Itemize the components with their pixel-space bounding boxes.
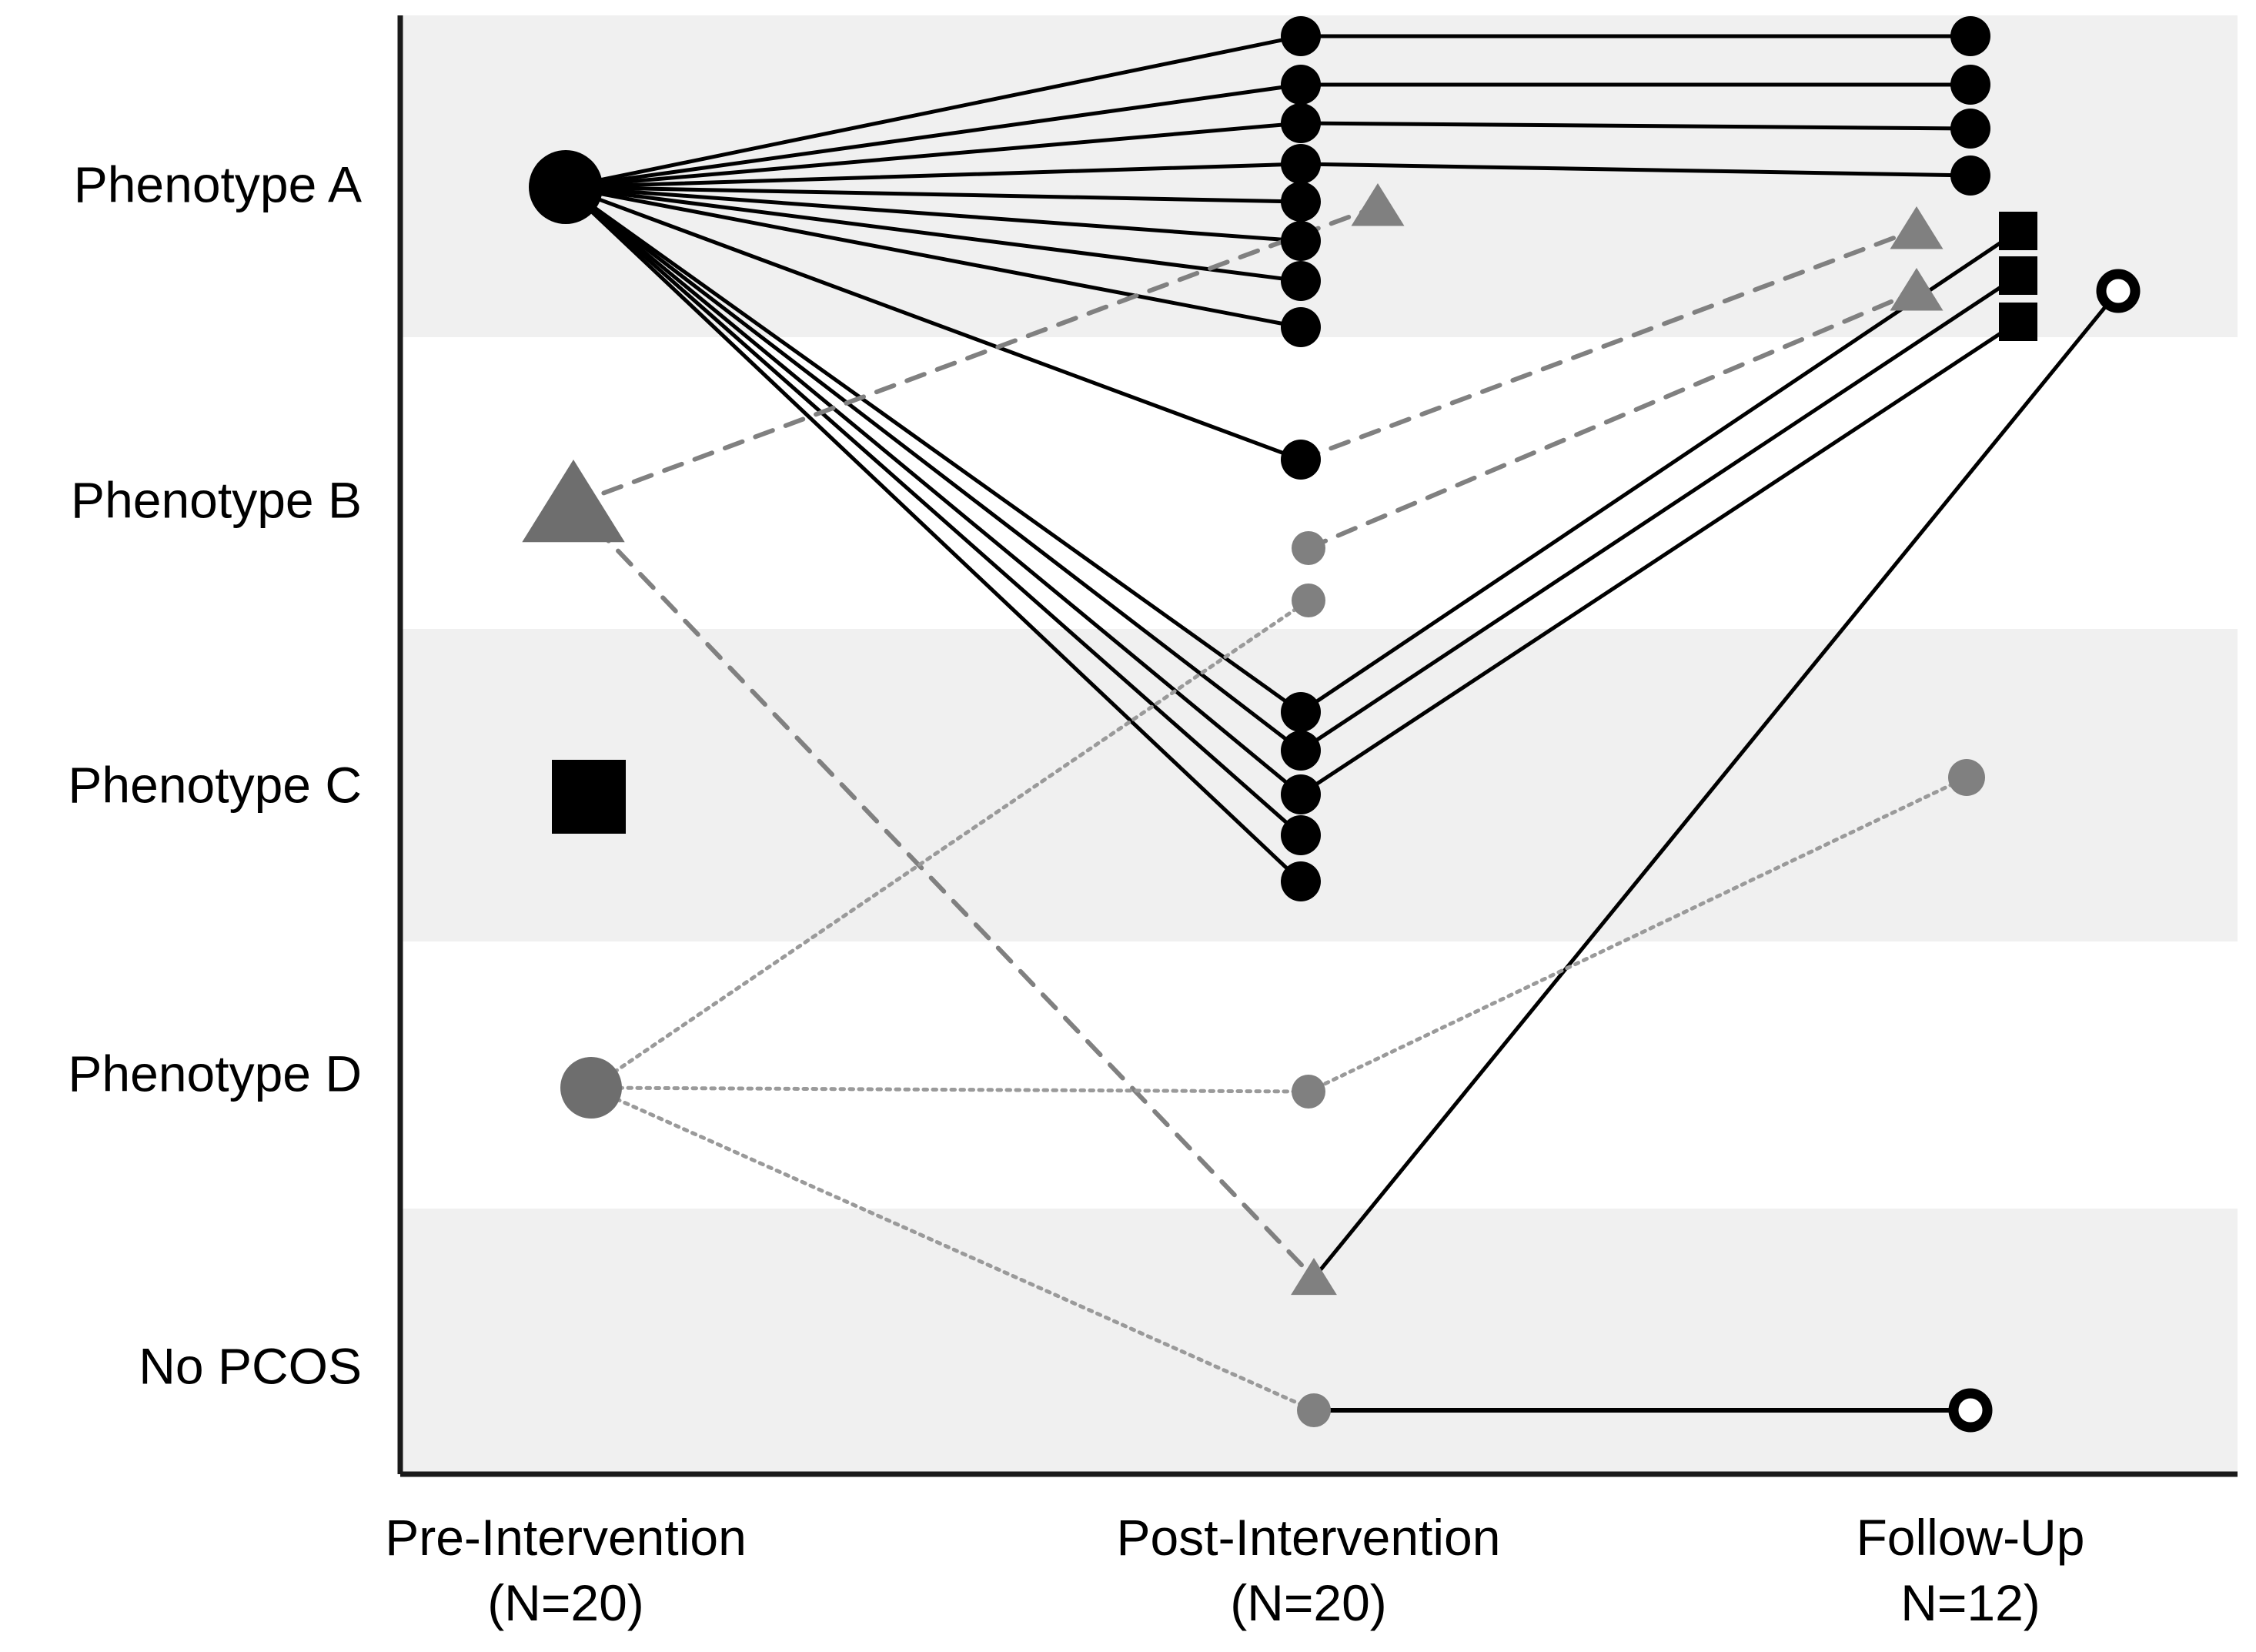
marker-circle-fu-A-c1	[1950, 16, 1990, 56]
transition-link-solid	[563, 82, 1303, 189]
row-bands-layer	[400, 15, 2238, 1474]
transition-link-solid	[1312, 289, 2121, 1280]
marker-circle-post-A-c7	[1281, 261, 1321, 301]
y-axis-label-no-pcos: No PCOS	[139, 1337, 362, 1394]
transition-link-solid	[563, 185, 1303, 753]
marker-circle-post-C-c3	[1281, 774, 1321, 814]
marker-circle-pre-A-big-circle	[529, 150, 603, 224]
marker-circle-fu-C-gray	[1948, 759, 1985, 796]
transition-link-dotted	[589, 598, 1311, 1090]
x-axis-label-count-pre-intervention: (N=20)	[487, 1574, 644, 1631]
marker-circle-post-A-c2	[1281, 65, 1321, 105]
transition-link-solid	[563, 34, 1303, 189]
marker-circle-fu-A-c4	[1950, 156, 1990, 196]
row-band-phenotype-b	[400, 337, 2238, 629]
marker-circle-post-A-c1	[1281, 16, 1321, 56]
transition-link-solid	[563, 185, 1303, 329]
transition-link-solid	[563, 185, 1303, 204]
marker-open-circle-fu-NoPCOS-open	[1948, 1388, 1993, 1433]
y-axis-labels: Phenotype A Phenotype B Phenotype C Phenoty…	[68, 156, 362, 1394]
transition-link-dashed	[1298, 227, 1919, 462]
marker-circle-post-A-c8	[1281, 307, 1321, 347]
transition-link-solid	[563, 185, 1303, 838]
marker-circle-fu-A-c2	[1950, 65, 1990, 105]
x-axis-label-group-follow-up: Follow-UpN=12)	[1856, 1509, 2084, 1631]
x-axis-label-pre-intervention: Pre-Intervention	[385, 1509, 747, 1566]
marker-circle-post-A-c3	[1281, 103, 1321, 143]
transition-links-layer	[563, 34, 2121, 1413]
marker-square-fu-A-sq3	[1999, 303, 2037, 341]
marker-triangle-fu-A-tri1	[1890, 206, 1944, 249]
transition-link-solid	[563, 185, 1303, 243]
marker-square-pre-C-square	[552, 760, 626, 834]
data-markers-layer	[522, 16, 2141, 1433]
marker-square-fu-A-sq1	[1999, 212, 2037, 250]
x-axis-label-count-post-intervention: (N=20)	[1230, 1574, 1387, 1631]
transition-link-solid	[563, 185, 1303, 714]
transition-link-solid	[1298, 229, 2020, 714]
marker-circle-post-A-c5	[1281, 182, 1321, 222]
transition-link-dashed	[1306, 289, 1919, 550]
marker-circle-post-B-circle	[1281, 440, 1321, 480]
transition-link-dashed	[571, 204, 1380, 507]
x-axis-label-post-intervention: Post-Intervention	[1117, 1509, 1501, 1566]
x-axis-label-group-post-intervention: Post-Intervention (N=20)	[1117, 1509, 1501, 1631]
marker-triangle-fu-A-tri2	[1890, 268, 1944, 311]
transition-link-dashed	[571, 502, 1316, 1280]
marker-circle-post-C-c4	[1281, 815, 1321, 855]
transition-link-solid	[1298, 273, 2020, 753]
transition-link-dotted	[1306, 775, 1969, 1094]
marker-circle-post-NoPCOS-gray	[1297, 1393, 1331, 1427]
x-axis-label-count-follow-up: N=12)	[1900, 1574, 2040, 1631]
transition-link-solid	[1298, 162, 1973, 178]
marker-square-fu-A-sq2	[1999, 256, 2037, 295]
marker-circle-post-C-c2	[1281, 731, 1321, 771]
marker-circle-post-A-c6	[1281, 221, 1321, 261]
row-band-phenotype-d	[400, 941, 2238, 1209]
marker-triangle-pre-B-triangle	[522, 460, 625, 543]
marker-open-circle-fu-A-open-circle	[2096, 269, 2141, 313]
marker-circle-post-B-gray1	[1292, 531, 1325, 565]
axes-layer	[397, 15, 2238, 1477]
transition-link-dotted	[589, 1085, 1311, 1094]
marker-circle-post-C-c5	[1281, 861, 1321, 901]
row-band-no-pcos	[400, 1209, 2238, 1474]
transition-link-solid	[1298, 319, 2020, 797]
marker-circle-fu-A-c3	[1950, 109, 1990, 149]
transition-link-solid	[563, 185, 1303, 462]
transition-link-solid	[563, 185, 1303, 884]
y-axis-label-phenotype-a: Phenotype A	[74, 156, 362, 212]
marker-triangle-post-A-triangle	[1351, 183, 1405, 226]
marker-circle-post-D-gray	[1292, 1075, 1325, 1109]
transition-link-solid	[563, 185, 1303, 283]
marker-triangle-post-low-triangle	[1291, 1258, 1337, 1296]
y-axis-label-phenotype-b: Phenotype B	[71, 471, 362, 528]
marker-circle-post-A-c4	[1281, 144, 1321, 184]
x-axis-labels: Pre-Intervention (N=20) Post-Intervention (…	[385, 1509, 2084, 1631]
y-axis-label-phenotype-c: Phenotype C	[68, 756, 362, 813]
x-axis-label-follow-up: Follow-Up	[1856, 1509, 2084, 1566]
marker-circle-post-B-gray2	[1292, 584, 1325, 617]
transition-link-solid	[563, 121, 1303, 189]
x-axis-label-group-pre-intervention: Pre-Intervention (N=20)	[385, 1509, 747, 1631]
marker-circle-post-C-c1	[1281, 692, 1321, 732]
y-axis-label-phenotype-d: Phenotype D	[68, 1045, 362, 1102]
transition-link-solid	[563, 162, 1303, 189]
transition-link-solid	[1298, 121, 1973, 131]
transition-link-dotted	[589, 1085, 1316, 1413]
marker-circle-pre-D-circle	[560, 1057, 622, 1119]
transition-link-solid	[563, 185, 1303, 797]
